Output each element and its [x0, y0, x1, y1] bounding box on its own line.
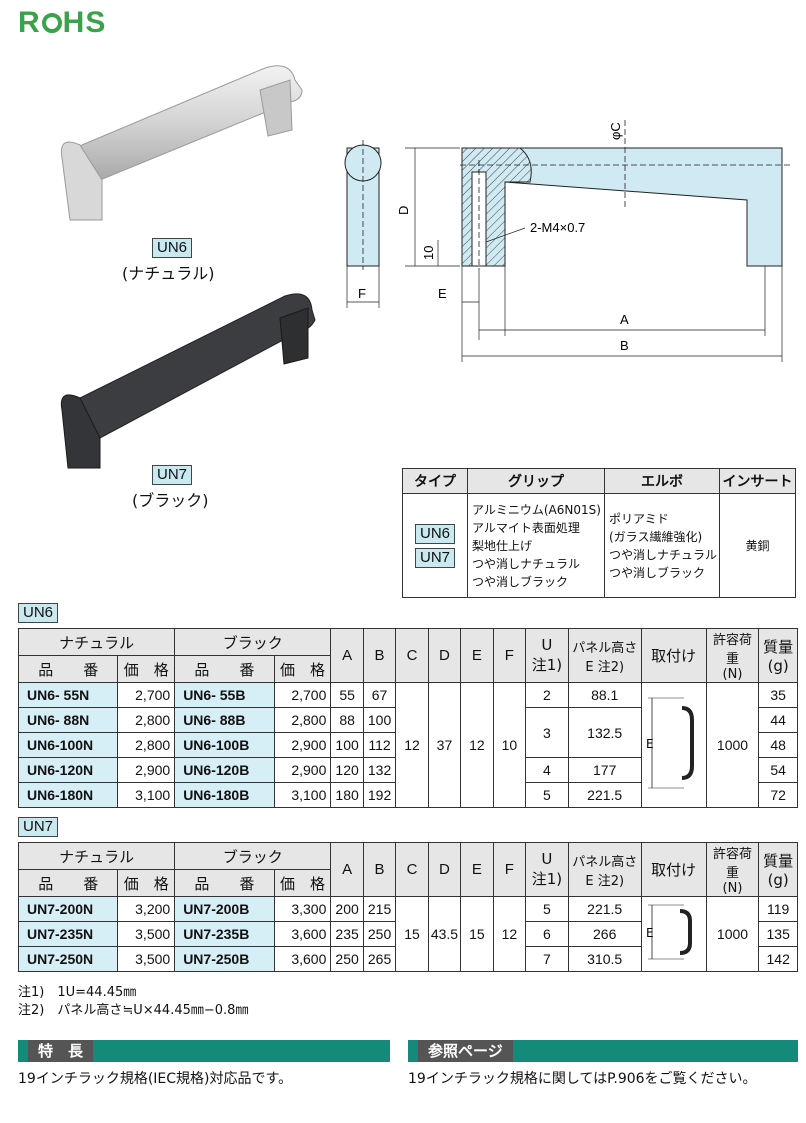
un7-section-label: UN7 [18, 817, 59, 837]
dim-a-label: A [620, 312, 629, 327]
un7-caption: (ブラック) [132, 491, 209, 510]
spec-header-insert: インサート [719, 468, 796, 494]
grip-line: 梨地仕上げ [472, 538, 533, 553]
svg-text:E: E [646, 737, 654, 751]
grip-line: つや消しブラック [472, 574, 569, 589]
spec-elbow-cell: ポリアミド (ガラス繊維強化) つや消しナチュラル つや消しブラック [604, 493, 720, 598]
spec-type-un7: UN7 [414, 547, 455, 568]
elbow-line: ポリアミド [609, 511, 669, 526]
header-d: D [427, 628, 462, 683]
footnote-2: 注2) パネル高さ≒U×44.45㎜−0.8㎜ [18, 1003, 249, 1018]
spec-header-type: タイプ [402, 468, 468, 494]
header-mass: 質量(g) [758, 628, 798, 683]
header-mass: 質量(g) [758, 842, 798, 897]
grip-line: つや消しナチュラル [472, 556, 581, 571]
spec-types-cell: UN6 UN7 [402, 493, 468, 598]
dim-f-label: F [358, 286, 366, 301]
header-mount: 取付け [640, 628, 707, 683]
grip-line: アルミニウム(A6N01S) [472, 502, 601, 517]
elbow-line: つや消しブラック [609, 565, 706, 580]
header-c: C [395, 628, 429, 683]
dimension-diagram: F D 10 φC 2-M4×0.7 E A B [344, 120, 790, 362]
header-part-no-black: 品 番 [174, 655, 275, 683]
dim-d-label: D [396, 206, 411, 215]
header-e: E [460, 842, 494, 897]
svg-text:E: E [646, 926, 654, 940]
features-text: 19インチラック規格(IEC規格)対応品です。 [18, 1071, 293, 1087]
header-natural: ナチュラル [17, 628, 176, 656]
header-price-natural: 価 格 [117, 655, 176, 683]
material-spec-table: タイプ グリップ エルボ インサート UN6 UN7 アルミニウム(A6N01S… [402, 468, 796, 598]
un6-section-label: UN6 [18, 603, 59, 623]
un6-model-tag: UN6 [152, 238, 193, 258]
header-part-no-natural: 品 番 [17, 869, 119, 897]
reference-heading: 参照ページ [408, 1040, 798, 1062]
header-black: ブラック [174, 842, 332, 870]
header-price-black: 価 格 [273, 869, 332, 897]
un7-product-image [60, 293, 316, 469]
spec-insert-cell: 黄銅 [719, 493, 796, 598]
header-b: B [362, 842, 397, 897]
header-d: D [427, 842, 462, 897]
grip-line: アルマイト表面処理 [472, 520, 580, 535]
elbow-line: (ガラス繊維強化) [609, 529, 703, 544]
header-load: 許容荷重(N) [705, 628, 760, 683]
header-price-natural: 価 格 [117, 869, 176, 897]
header-mount: 取付け [640, 842, 707, 897]
mount-diagram: E [640, 896, 707, 972]
header-black: ブラック [174, 628, 332, 656]
header-f: F [492, 842, 527, 897]
header-f: F [492, 628, 527, 683]
header-e: E [460, 628, 494, 683]
features-heading: 特 長 [18, 1040, 390, 1062]
dim-phi-c-label: φC [608, 122, 623, 140]
thread-spec-label: 2-M4×0.7 [530, 220, 585, 235]
un7-model-tag: UN7 [152, 465, 193, 485]
header-price-black: 価 格 [273, 655, 332, 683]
spec-type-un6: UN6 [414, 523, 455, 544]
elbow-line: つや消しナチュラル [609, 547, 718, 562]
header-part-no-black: 品 番 [174, 869, 275, 897]
footnotes: 注1) 1U=44.45㎜ 注2) パネル高さ≒U×44.45㎜−0.8㎜ [18, 984, 248, 1020]
reference-text: 19インチラック規格に関してはP.906をご覧ください。 [408, 1071, 757, 1087]
footnote-1: 注1) 1U=44.45㎜ [18, 985, 137, 1000]
header-natural: ナチュラル [17, 842, 176, 870]
header-part-no-natural: 品 番 [17, 655, 119, 683]
mount-diagram: E [640, 682, 707, 808]
header-b: B [362, 628, 397, 683]
spec-grip-cell: アルミニウム(A6N01S) アルマイト表面処理 梨地仕上げ つや消しナチュラル… [467, 493, 605, 598]
spec-header-elbow: エルボ [604, 468, 720, 494]
un6-product-image [60, 65, 303, 221]
header-c: C [395, 842, 429, 897]
dim-b-label: B [620, 338, 629, 353]
dim-e-label: E [438, 286, 447, 301]
header-a: A [330, 628, 364, 683]
dim-10-label: 10 [421, 246, 436, 260]
header-load: 許容荷重(N) [705, 842, 760, 897]
header-a: A [330, 842, 364, 897]
spec-header-grip: グリップ [467, 468, 605, 494]
un6-caption: (ナチュラル) [122, 264, 215, 283]
